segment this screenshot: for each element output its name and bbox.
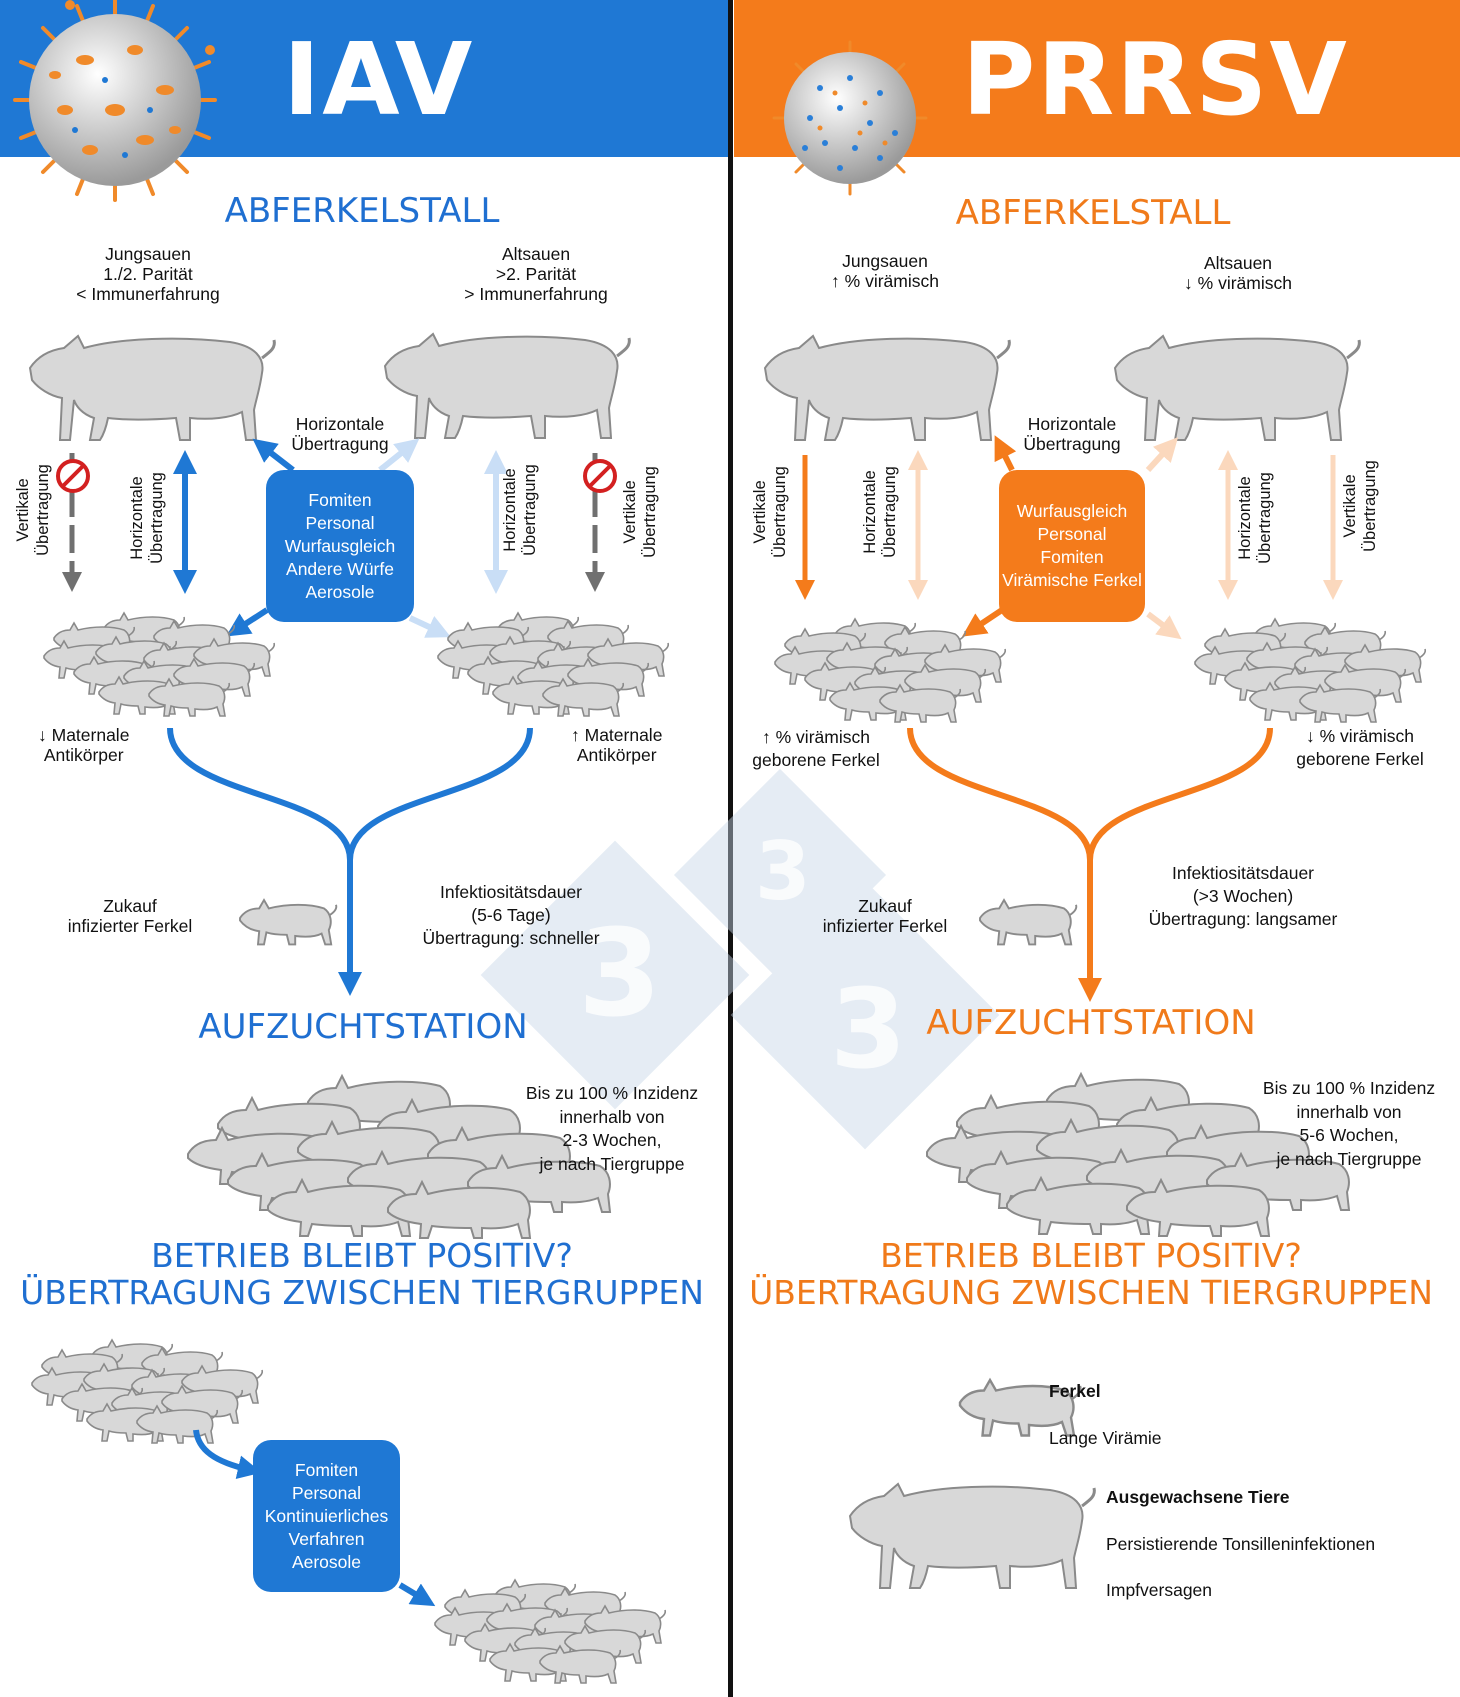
prrsv-betrieb-heading: BETRIEB BLEIBT POSITIV?ÜBERTRAGUNG ZWISC… [749,1236,1433,1312]
iav-arrow-from-box2 [398,1582,436,1607]
prrsv-arrow-to-jungsau [994,435,1017,472]
center-divider [728,0,733,1697]
iav-merge-arrow [167,727,533,984]
iav-jungsau-pig [28,334,276,442]
iav-arrow-to-altsau [378,438,420,473]
prrsv-ferkel-label: Ferkel [1049,1381,1101,1401]
prrsv-arrow-to-litter-right [1146,611,1182,640]
iav-group-after [435,1580,665,1683]
iav-abferkelstall-heading: ABFERKELSTALL [224,191,500,231]
prrsv-adult-icon [848,1482,1096,1590]
prrsv-merge-arrow [907,727,1273,990]
prrsv-jungsauen-label: Jungsauen↑ % virämisch [831,251,939,291]
prrsv-jungsau-pig [763,334,1011,442]
prrsv-title: PRRSV [962,21,1349,138]
watermark-digit-3: 3 [830,965,907,1093]
iav-arrow-to-box2 [193,1429,262,1480]
iav-group-before [32,1340,262,1443]
prrsv-litter-right [1195,619,1425,722]
iav-zukauf-piglet [239,899,338,946]
prrsv-aufzuchtstation-heading: AUFZUCHTSTATION [926,1003,1256,1043]
iav-litter-right [438,613,668,716]
iav-title: IAV [283,21,475,138]
iav-altsauen-label: Altsauen>2. Parität> Immunerfahrung [464,244,608,304]
iav-arrow-to-litter-right [408,615,451,638]
prrsv-zukauf-piglet [979,899,1078,946]
iav-altsau-pig [383,332,631,440]
watermark-digit-1: 3 [578,905,662,1044]
iav-arrow-to-jungsau [252,438,295,473]
iav-no-sign-right-icon [583,459,617,493]
prrsv-arrow-to-litter-left [962,605,1007,637]
prrsv-abferkelstall-heading: ABFERKELSTALL [955,193,1231,233]
prrsv-litter-left [775,619,1005,722]
iav-aufzuchtstation-heading: AUFZUCHTSTATION [198,1007,528,1047]
iav-infektiositaet-label: Infektiositätsdauer(5-6 Tage)Übertragung… [422,882,600,948]
prrsv-virus-icon [772,40,928,196]
iav-virus-icon [13,0,217,202]
prrsv-persistierende-label: Persistierende Tonsilleninfektionen [1106,1534,1376,1554]
prrsv-ausgewachsene-label: Ausgewachsene Tiere [1106,1487,1290,1507]
prrsv-altsauen-label: Altsauen↓ % virämisch [1184,253,1292,293]
prrsv-arrow-to-altsau [1145,437,1179,473]
iav-no-sign-left-icon [56,459,90,493]
watermark-digit-2: 3 [755,825,811,918]
prrsv-lange-viraemie-label: Lange Virämie [1049,1428,1162,1448]
iav-betrieb-heading: BETRIEB BLEIBT POSITIV?ÜBERTRAGUNG ZWISC… [20,1236,704,1312]
prrsv-infektiositaet-label: Infektiositätsdauer(>3 Wochen)Übertragun… [1148,863,1338,929]
prrsv-impfversagen-label: Impfversagen [1106,1580,1213,1600]
iav-arrow-to-litter-left [225,607,269,637]
prrsv-altsau-pig [1113,334,1361,442]
